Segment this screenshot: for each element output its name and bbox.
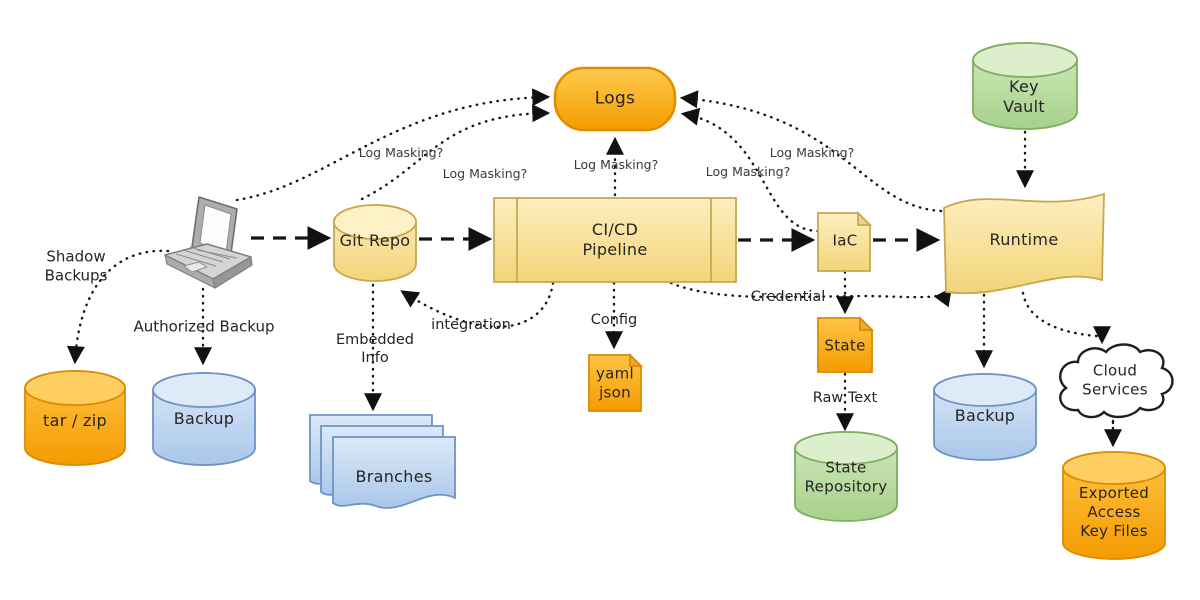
pipeline-line1: CI/CD [591, 220, 639, 239]
embedded-info-label: Embedded Info [336, 331, 414, 367]
state-repository-label: State Repository [805, 458, 888, 496]
log-masking-label-1: Log Masking? [358, 145, 444, 161]
node-key-vault[interactable] [972, 42, 1078, 130]
yaml-line: yaml [595, 364, 635, 383]
node-cicd-pipeline[interactable] [493, 197, 737, 283]
config-label: Config [590, 311, 638, 328]
exported-line1: Exported [1078, 483, 1150, 502]
key-vault-line2: Vault [1003, 97, 1045, 116]
logs-label: Logs [594, 88, 636, 109]
edge-runtime-cloud[interactable] [1021, 291, 1111, 345]
iac-label: IaC [832, 231, 858, 250]
log-masking-label-5: Log Masking? [769, 145, 855, 161]
state-label: State [824, 336, 866, 355]
node-yaml-json[interactable] [588, 352, 644, 412]
exported-line3: Key Files [1080, 521, 1148, 540]
cloud-services-label: Cloud Services [1082, 361, 1148, 399]
exported-line2: Access [1087, 502, 1141, 521]
main-flow-edges [251, 226, 941, 252]
node-state-repository[interactable] [794, 431, 898, 522]
laptop-icon[interactable] [164, 196, 253, 289]
key-vault-line1: Key [1009, 77, 1039, 96]
git-repo-label: Git Repo [339, 231, 411, 250]
node-iac[interactable] [817, 210, 873, 272]
node-cloud-services[interactable] [1059, 343, 1174, 419]
shadow-line2: Backups [44, 266, 108, 284]
embedded-line1: Embedded [336, 331, 414, 348]
node-state[interactable] [817, 315, 875, 373]
node-branches[interactable] [309, 414, 456, 509]
edge-laptop-tarzip[interactable] [66, 249, 170, 365]
credential-label: Credential [750, 288, 826, 305]
exported-keys-label: Exported Access Key Files [1079, 484, 1149, 540]
log-masking-label-4: Log Masking? [705, 164, 791, 180]
json-line: json [599, 383, 631, 401]
pipeline-label: CI/CD Pipeline [582, 220, 647, 260]
cloud-line1: Cloud [1092, 361, 1138, 380]
node-backup-left[interactable] [152, 372, 256, 466]
log-masking-label-3: Log Masking? [573, 157, 659, 173]
backup-right-label: Backup [954, 406, 1016, 425]
log-masking-label-2: Log Masking? [442, 166, 528, 182]
raw-text-label: Raw Text [812, 389, 878, 406]
node-logs[interactable] [553, 66, 677, 132]
node-exported-keys[interactable] [1062, 451, 1166, 560]
key-vault-label: Key Vault [1003, 77, 1045, 117]
pipeline-line2: Pipeline [582, 240, 648, 259]
authorized-backup-label: Authorized Backup [133, 317, 275, 336]
node-git-repo[interactable] [333, 204, 417, 282]
state-repo-line2: Repository [804, 477, 888, 495]
node-backup-right[interactable] [933, 373, 1037, 461]
shadow-backups-label: Shadow Backups [45, 247, 108, 285]
edge-laptop-logs[interactable] [235, 88, 551, 202]
yaml-json-label: yaml json [596, 364, 634, 402]
state-repo-line1: State [825, 458, 867, 477]
node-runtime[interactable] [943, 192, 1105, 295]
cloud-line2: Services [1082, 380, 1148, 398]
integration-label: integration [431, 316, 511, 333]
branches-label: Branches [355, 467, 433, 486]
tar-zip-label: tar / zip [43, 411, 107, 430]
node-tar-zip[interactable] [24, 370, 126, 466]
backup-left-label: Backup [173, 409, 235, 428]
runtime-label: Runtime [989, 230, 1059, 249]
embedded-line2: Info [361, 350, 389, 366]
shadow-line1: Shadow [46, 247, 106, 266]
